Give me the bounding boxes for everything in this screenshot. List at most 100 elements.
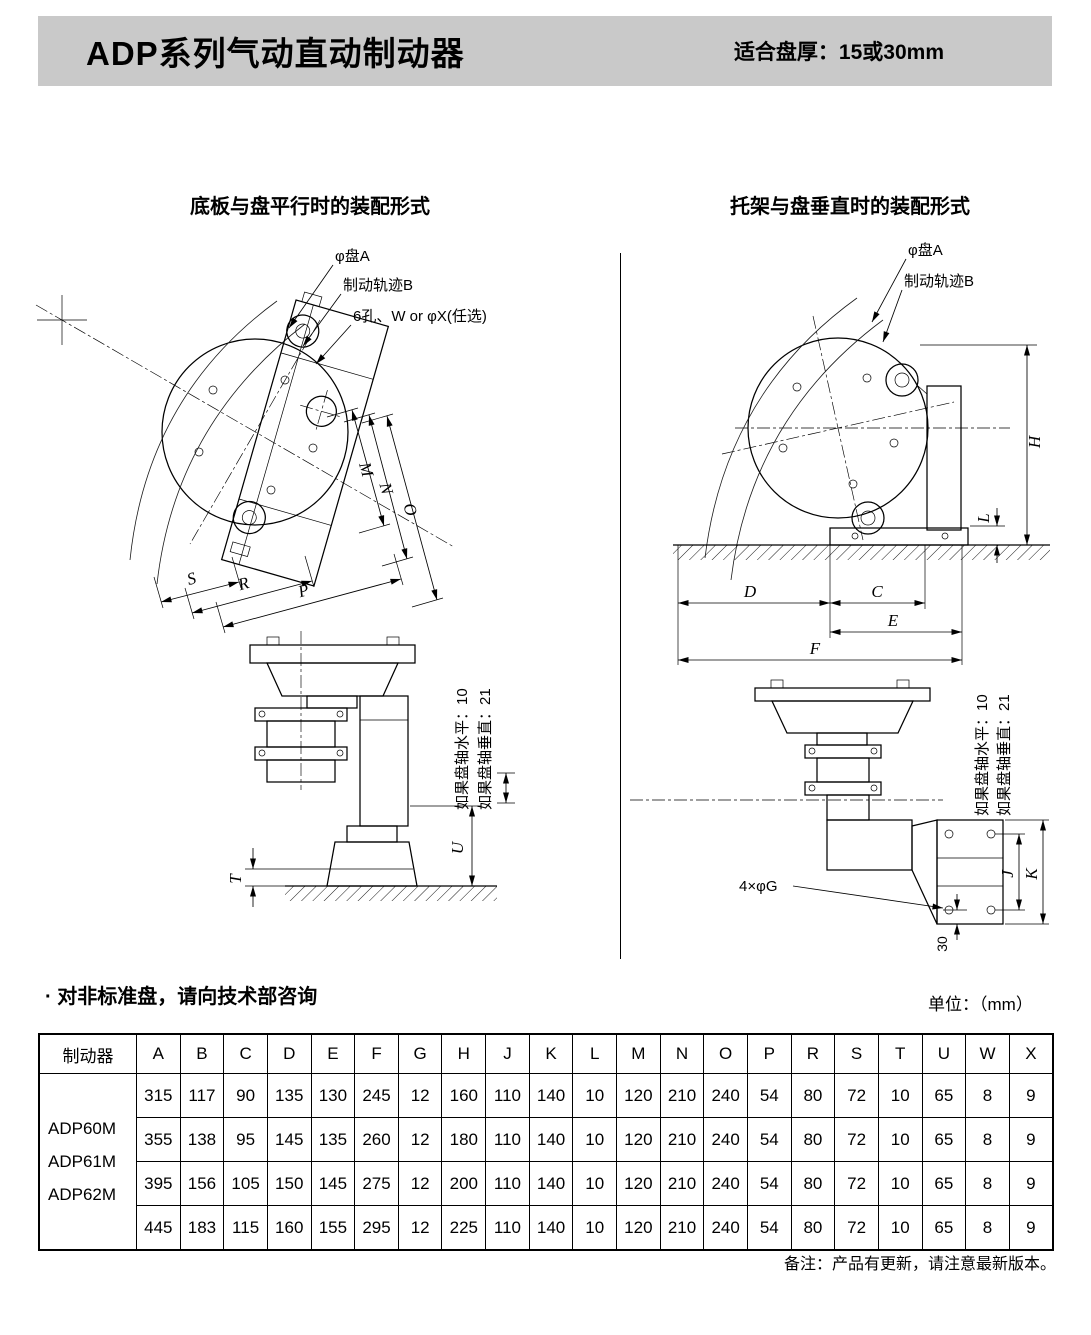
dim-c-label: C — [871, 582, 883, 601]
spec-cell: 10 — [877, 1205, 923, 1251]
spec-cell: 160 — [266, 1205, 312, 1251]
spec-cell: 210 — [659, 1205, 705, 1251]
spec-cell: 65 — [921, 1117, 967, 1162]
spec-cell: 225 — [441, 1205, 487, 1251]
col-header-k: K — [528, 1033, 574, 1074]
callout-holes: 6孔、W or φX(任选) — [315, 308, 487, 365]
spec-cell: 72 — [834, 1073, 879, 1118]
col-header-j: J — [485, 1033, 530, 1074]
dim-f: F — [678, 639, 962, 663]
spec-cell: 117 — [179, 1073, 225, 1118]
spec-cell: 140 — [528, 1161, 574, 1206]
nonstandard-disc-note: · 对非标准盘，请向技术部咨询 — [45, 986, 318, 1008]
spec-cell: 120 — [616, 1073, 661, 1118]
dim-t-label: T — [226, 873, 245, 884]
footer-note: 备注：产品有更新，请注意最新版本。 — [783, 1256, 1056, 1273]
spec-cell: 9 — [1008, 1205, 1054, 1251]
spec-cell: 10 — [572, 1073, 618, 1118]
spec-cell: 12 — [397, 1161, 443, 1206]
dim-r: R — [184, 555, 315, 620]
col-header-m: M — [616, 1033, 661, 1074]
spec-cell: 138 — [179, 1117, 225, 1162]
dim-pad-gap — [497, 772, 515, 804]
spec-cell: 80 — [790, 1161, 836, 1206]
dim-r-label: R — [235, 573, 252, 595]
spec-cell: 155 — [310, 1205, 356, 1251]
callout-disc-a: φ盘A — [288, 247, 370, 329]
disc-a-label: φ盘A — [335, 247, 370, 265]
spec-cell: 395 — [136, 1161, 181, 1206]
left-figure-drawing: φ盘A 制动轨迹B 6孔、W or φX(任选) M N O — [35, 247, 515, 907]
spec-cell: 110 — [485, 1161, 530, 1206]
dim-s-label: S — [185, 568, 199, 589]
spec-cell: 145 — [310, 1161, 356, 1206]
col-header-f: F — [354, 1033, 399, 1074]
dim-l: L — [970, 508, 1005, 563]
spec-cell: 8 — [965, 1161, 1010, 1206]
spec-cell: 275 — [354, 1161, 399, 1206]
dim-h-label: H — [1025, 434, 1044, 449]
dim-j-label: J — [998, 869, 1017, 878]
right-figure-drawing: φ盘A 制动轨迹B H L D — [630, 241, 1050, 952]
spec-cell: 110 — [485, 1205, 530, 1251]
col-header-r: R — [790, 1033, 836, 1074]
dim-k-label: K — [1022, 867, 1041, 881]
disc-axis-centerline — [35, 304, 455, 548]
dim-m: M — [326, 407, 391, 534]
spec-cell: 120 — [616, 1117, 661, 1162]
dim-n-label: N — [375, 479, 397, 498]
spec-cell: 9 — [1008, 1073, 1054, 1118]
spec-cell: 8 — [965, 1073, 1010, 1118]
spec-cell: 80 — [790, 1117, 836, 1162]
spec-cell: 140 — [528, 1073, 574, 1118]
spec-cell: 10 — [572, 1117, 618, 1162]
spec-cell: 10 — [877, 1117, 923, 1162]
callout-disc-a-right: φ盘A — [871, 241, 943, 323]
spec-cell: 145 — [266, 1117, 312, 1162]
track-b-label: 制动轨迹B — [343, 277, 413, 294]
callout-track-b: 制动轨迹B — [302, 277, 413, 347]
spec-cell: 65 — [921, 1161, 967, 1206]
spec-cell: 180 — [441, 1117, 487, 1162]
dim-d: D — [678, 582, 830, 606]
spec-cell: 9 — [1008, 1117, 1054, 1162]
spec-cell: 210 — [659, 1161, 705, 1206]
axis-horizontal-note: 如果盘轴水平：10 — [973, 694, 991, 816]
spec-cell: 240 — [703, 1161, 748, 1206]
spec-cell: 240 — [703, 1117, 748, 1162]
spec-cell: 245 — [354, 1073, 399, 1118]
spec-cell: 115 — [223, 1205, 268, 1251]
left-figure-title: 底板与盘平行时的装配形式 — [190, 196, 430, 218]
disc-top-view — [129, 300, 349, 585]
spec-cell: 200 — [441, 1161, 487, 1206]
dim-u: U — [410, 805, 481, 886]
page-title: ADP系列气动直动制动器 — [86, 35, 465, 72]
col-header-n: N — [659, 1033, 705, 1074]
disc-a-label: φ盘A — [908, 241, 943, 259]
col-header-p: P — [746, 1033, 792, 1074]
axis-vertical-note: 如果盘轴垂直：21 — [476, 688, 494, 810]
spec-cell: 72 — [834, 1117, 879, 1162]
spec-cell: 95 — [223, 1117, 268, 1162]
spec-cell: 9 — [1008, 1161, 1054, 1206]
dim-s: S — [153, 556, 242, 609]
track-b-label: 制动轨迹B — [904, 273, 974, 290]
spec-cell: 110 — [485, 1117, 530, 1162]
dim-l-label: L — [974, 513, 993, 523]
spec-cell: 90 — [223, 1073, 268, 1118]
col-header-w: W — [965, 1033, 1010, 1074]
right-figure-title: 托架与盘垂直时的装配形式 — [730, 196, 970, 218]
dim-d-label: D — [743, 582, 757, 601]
spec-cell: 355 — [136, 1117, 181, 1162]
spec-cell: 80 — [790, 1073, 836, 1118]
col-header-e: E — [310, 1033, 356, 1074]
spec-cell: 65 — [921, 1205, 967, 1251]
spec-cell: 210 — [659, 1073, 705, 1118]
